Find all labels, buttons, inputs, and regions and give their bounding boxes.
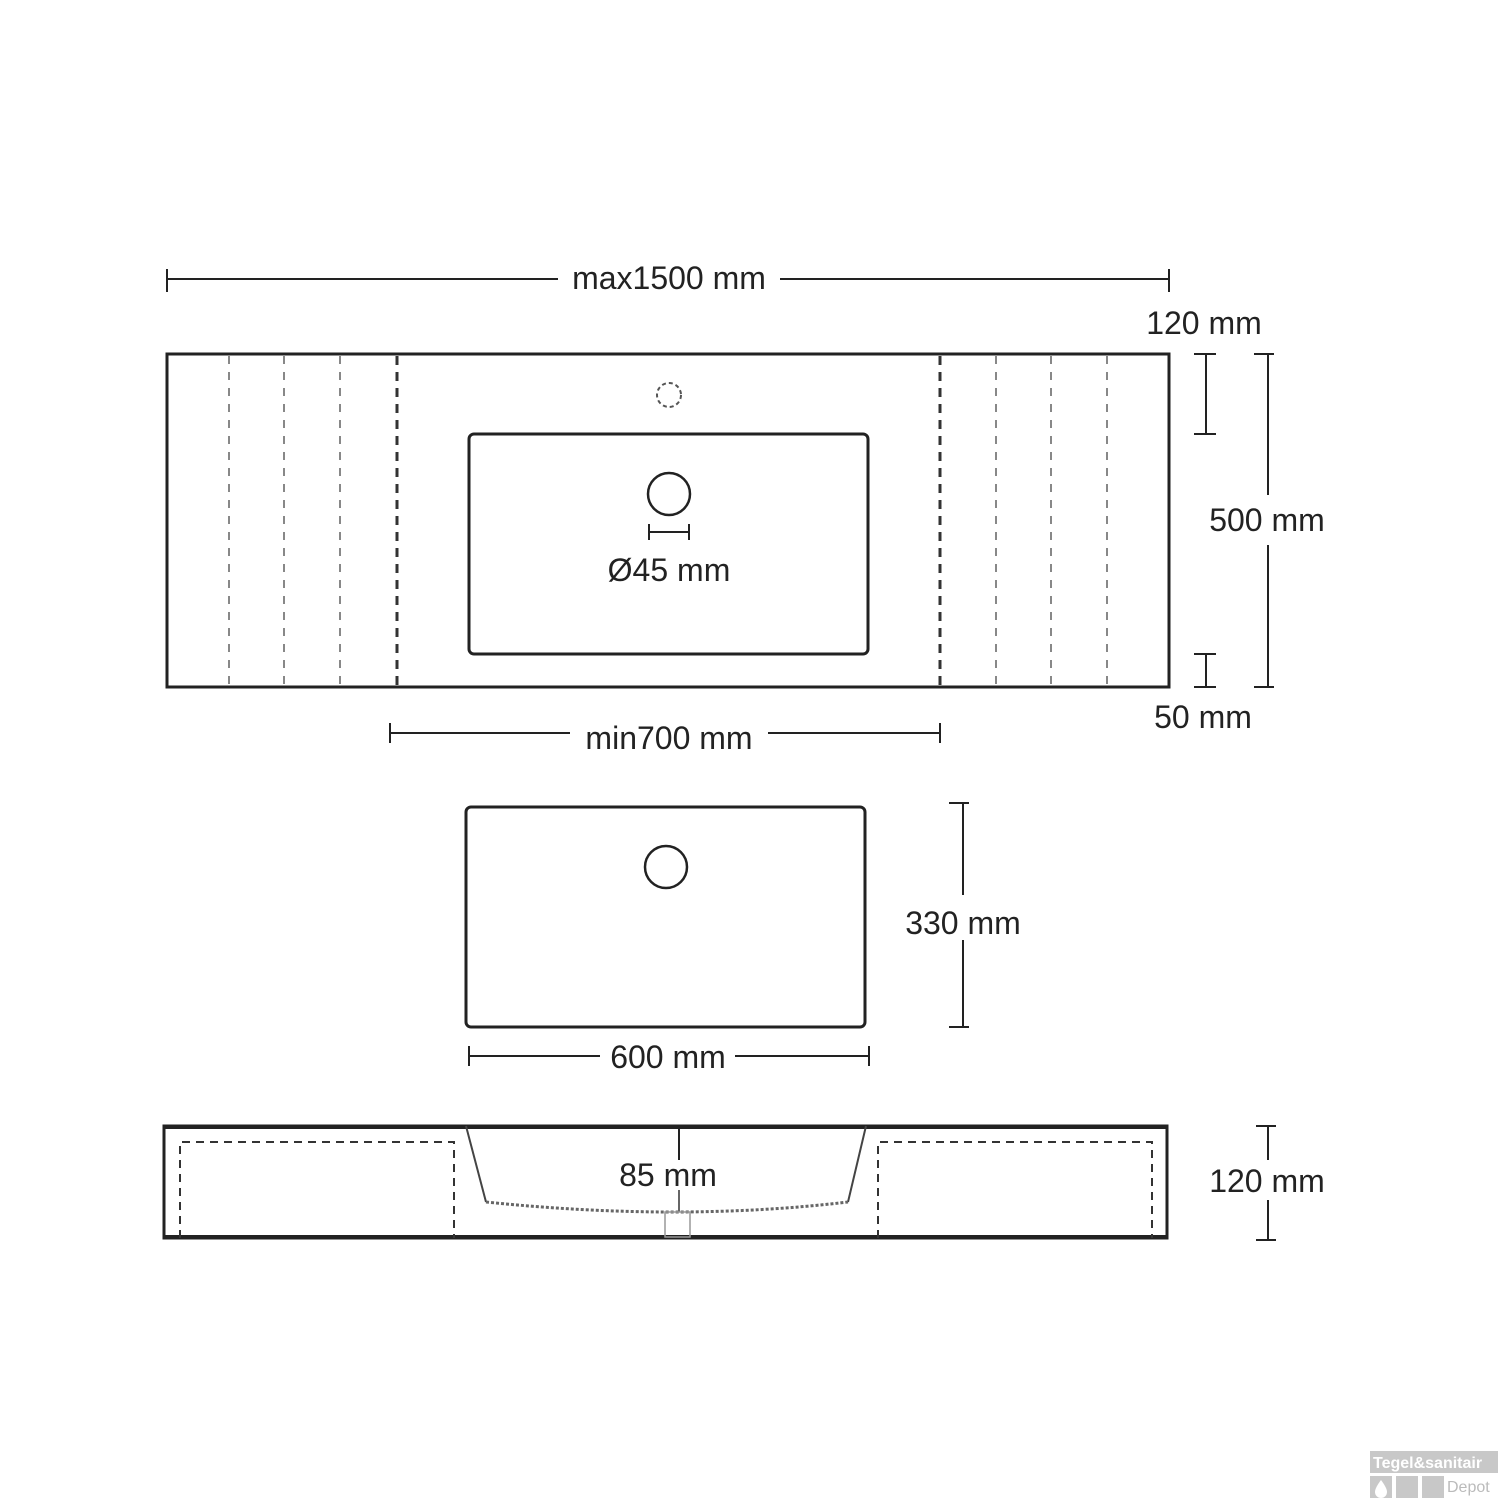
basin-depth-top-label: 330 mm xyxy=(905,905,1021,941)
svg-text:Tegel&sanitair: Tegel&sanitair xyxy=(1373,1455,1482,1472)
tap-hole xyxy=(656,382,682,408)
drain-diameter-label: Ø45 mm xyxy=(608,552,731,588)
drain-circle xyxy=(643,844,689,890)
basin-outline xyxy=(467,432,870,656)
cut-lines-light xyxy=(228,356,1108,685)
front-margin-label: 50 mm xyxy=(1154,699,1252,735)
basin-width-label: 600 mm xyxy=(610,1039,726,1075)
drain-circle xyxy=(646,471,692,517)
min-width-label: min700 mm xyxy=(585,720,752,756)
drop-icon xyxy=(1375,1480,1387,1498)
basin-view xyxy=(464,802,969,1066)
cut-lines-min xyxy=(395,356,942,685)
top-view xyxy=(165,352,1171,689)
total-width-label: max1500 mm xyxy=(572,260,766,296)
basin-depth-label: 85 mm xyxy=(619,1157,717,1193)
drain-pipe xyxy=(664,1211,691,1238)
side-view xyxy=(162,1124,1276,1241)
brand-logo: Tegel&sanitair Depot xyxy=(1370,1451,1498,1498)
depth-label: 500 mm xyxy=(1209,502,1325,538)
back-margin-label: 120 mm xyxy=(1146,305,1262,341)
svg-text:Depot: Depot xyxy=(1447,1479,1490,1496)
thickness-label: 120 mm xyxy=(1209,1163,1325,1199)
